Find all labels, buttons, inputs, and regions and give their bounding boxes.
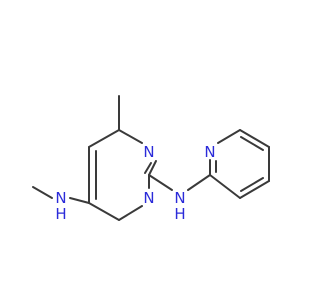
bond-c6-c5-join — [88, 129, 120, 148]
atom-n3: N — [143, 189, 154, 207]
atom-n-pyridine: N — [204, 143, 215, 161]
bond-c3prime-c2prime — [209, 174, 241, 199]
bond-c6prime-c5prime — [239, 129, 270, 148]
bond-n1-c2-outer — [148, 160, 157, 176]
bond-n1-c2-inner — [144, 162, 152, 174]
bond-c6-n1 — [118, 129, 143, 144]
bond-c4prime-c3prime-inner — [240, 177, 264, 192]
bond-c2-n-bridge — [148, 174, 173, 191]
molecule-diagram: N N N H N H N — [32, 95, 270, 223]
structure-canvas: N N N H N H N — [32, 95, 270, 223]
bond-c4prime-c3prime — [239, 180, 270, 199]
bond-c4-n-methylamino — [69, 197, 90, 204]
bond-n3-c4 — [118, 205, 143, 221]
atom-h-bridge: H — [174, 205, 185, 223]
bond-c6prime-c5prime-inner — [240, 136, 264, 151]
atom-h-methylamino: H — [55, 205, 66, 223]
bond-n-methylamino-methyl — [32, 186, 53, 199]
bond-n-pyr-c6prime — [217, 129, 241, 144]
bond-c4-c5 — [88, 202, 120, 221]
atom-n1: N — [143, 143, 154, 161]
bond-n-bridge-c2prime — [187, 174, 211, 191]
atom-label-layer: N N N H N H N — [55, 143, 215, 223]
bond-layer — [32, 95, 270, 221]
atom-n-bridge: N — [174, 189, 185, 207]
atom-n-methylamino: N — [55, 189, 66, 207]
